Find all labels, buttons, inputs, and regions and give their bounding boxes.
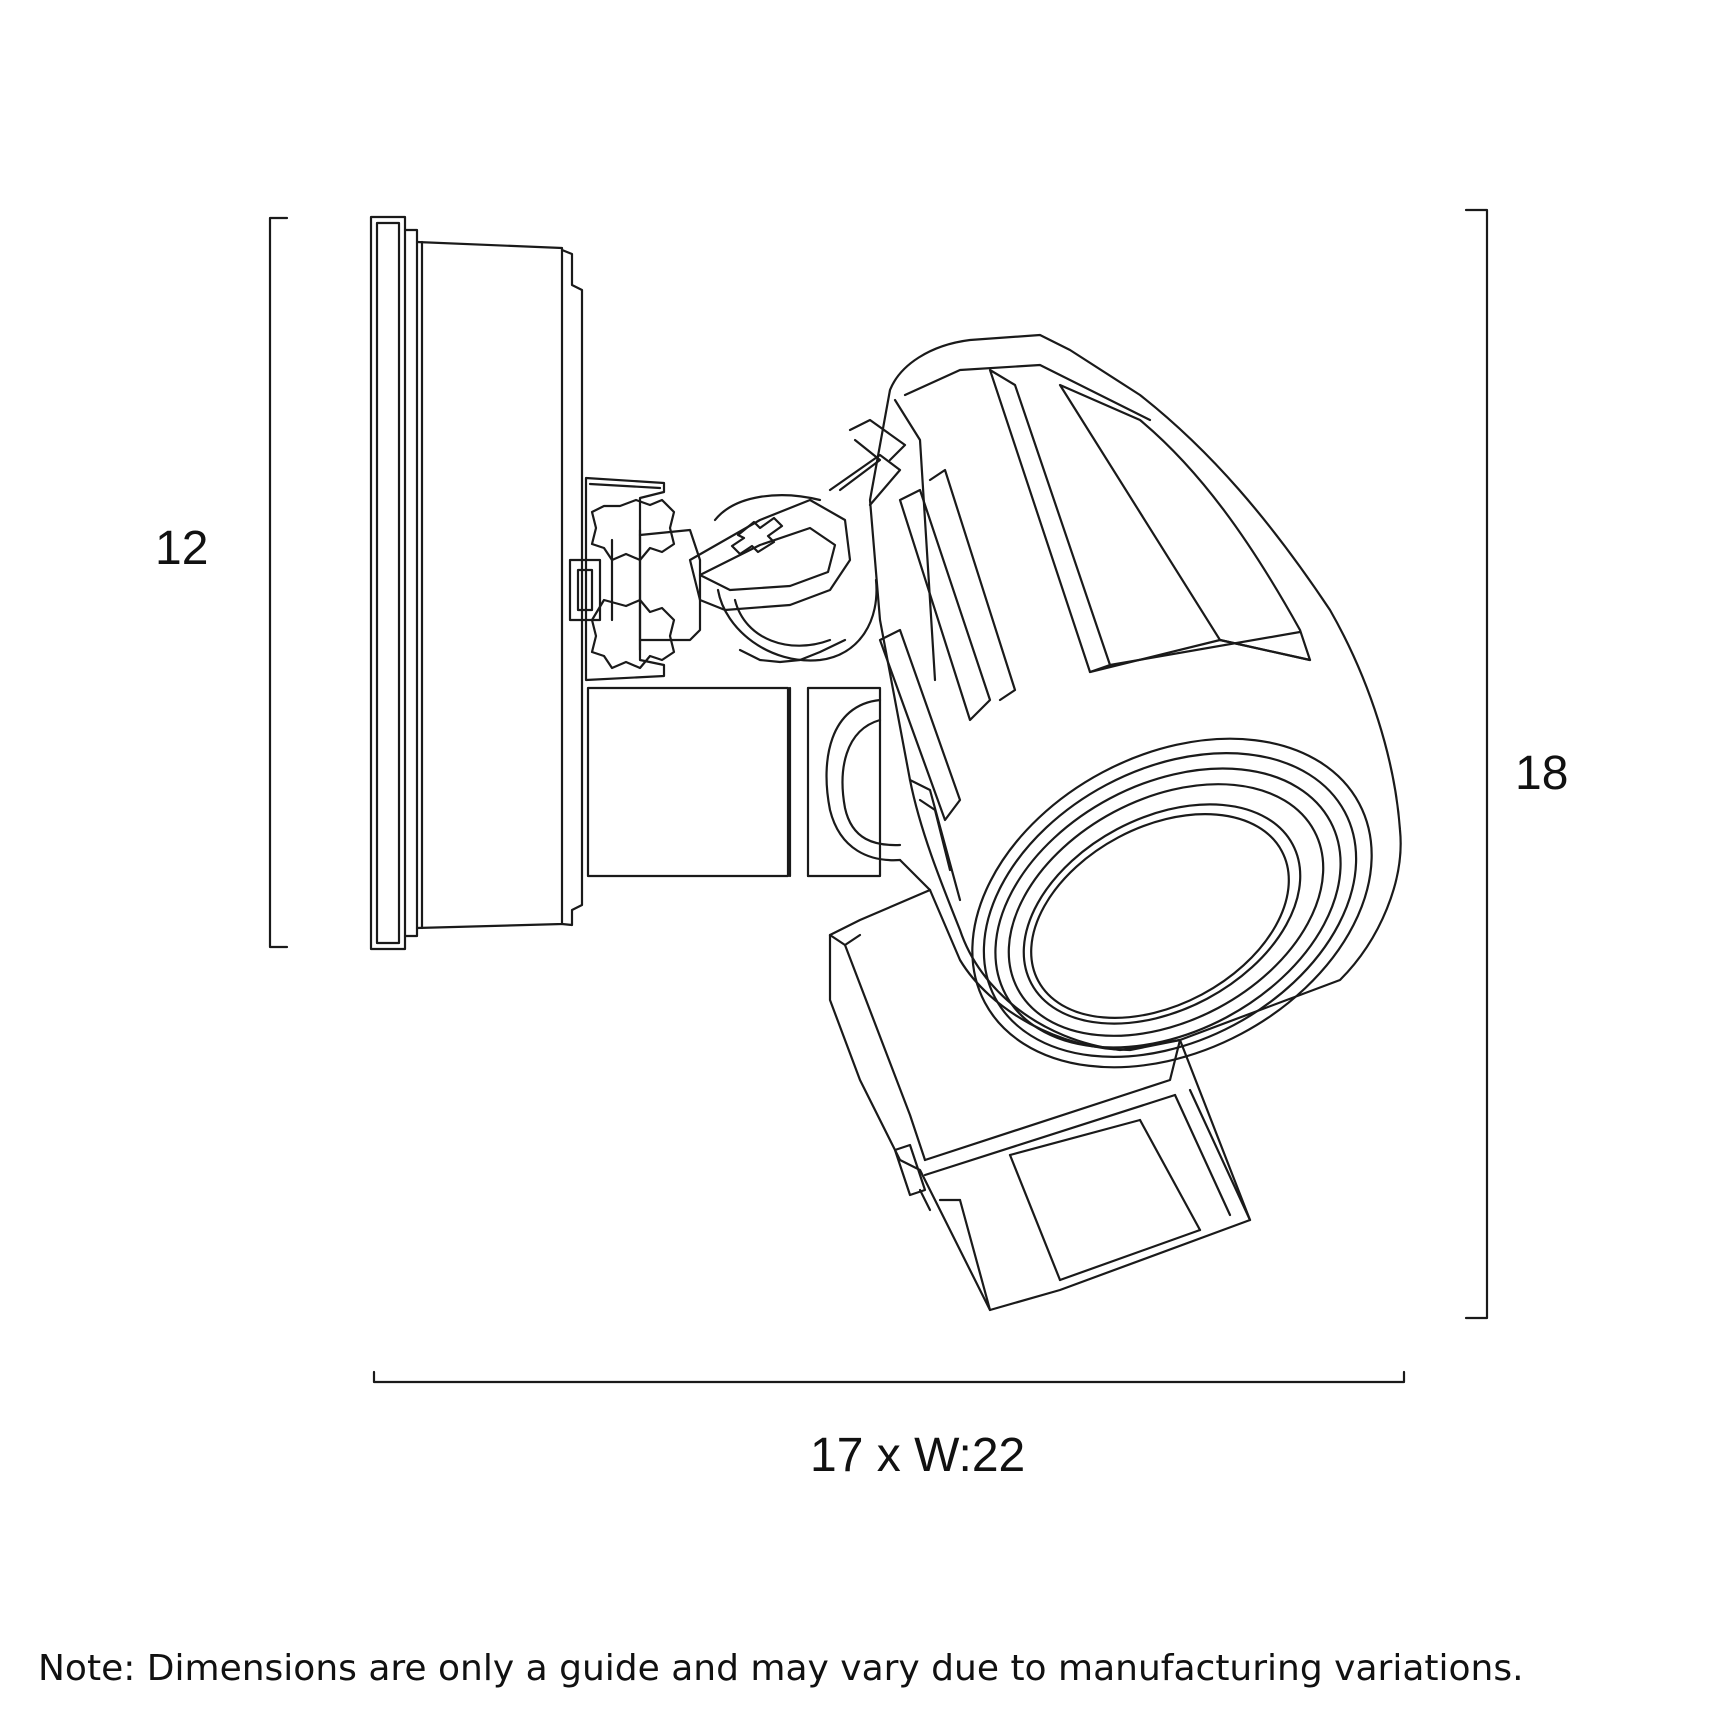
lower-block	[586, 686, 932, 892]
adjustment-knob	[568, 498, 702, 670]
dimension-height-left-label: 12	[155, 522, 209, 575]
dimensions-note: Note: Dimensions are only a guide and ma…	[38, 1648, 1524, 1689]
dim-bracket-left	[268, 216, 289, 949]
wall-plate	[369, 215, 584, 951]
dim-bracket-bottom	[372, 1370, 1406, 1384]
lamp-body	[868, 333, 1402, 1052]
dimension-height-right-label: 18	[1515, 747, 1569, 800]
mounting-bracket	[584, 476, 666, 682]
sensor-housing	[828, 888, 1252, 1312]
lamp-lens	[971, 737, 1373, 1069]
dim-bracket-right	[1464, 208, 1489, 1320]
dimension-width-label: 17 x W:22	[810, 1429, 1026, 1482]
swivel-joint	[688, 418, 907, 664]
